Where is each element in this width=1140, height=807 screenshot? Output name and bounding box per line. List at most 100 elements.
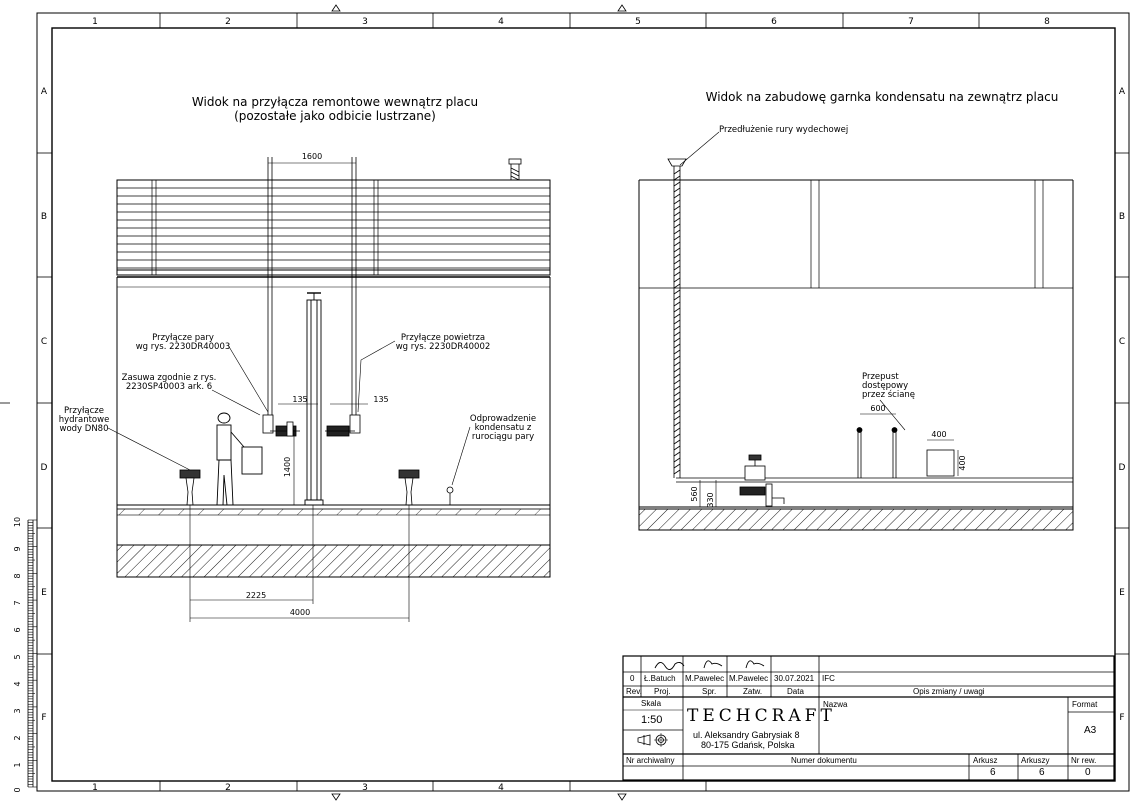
right-floor	[638, 506, 1074, 531]
left-floor	[116, 504, 551, 578]
access-pass-box	[926, 439, 959, 477]
steam-valve-icon	[262, 414, 300, 437]
hydrant-right-icon	[398, 469, 420, 506]
dim-560-label: 560	[690, 486, 699, 501]
tb-zatw-value: M.Pawelec	[729, 674, 769, 683]
label-air-line2: wg rys. 2230DR40002	[396, 342, 491, 352]
exhaust-pipe-icon	[667, 158, 687, 478]
row-label-d-right: D	[1119, 463, 1126, 473]
col-label-6-top: 6	[771, 17, 777, 27]
right-view-title: Widok na zabudowę garnka kondensatu na z…	[706, 90, 1059, 104]
tb-h-arkuszy: Arkuszy	[1021, 756, 1050, 765]
tb-scale-value: 1:50	[641, 714, 663, 726]
label-hydrant-line2: hydrantowe	[59, 415, 110, 425]
tb-proj-value: Ł.Batuch	[644, 674, 676, 683]
label-cond-line1: Odprowadzenie	[470, 414, 536, 424]
dim-600-label: 600	[870, 404, 885, 413]
row-label-c-left: C	[41, 337, 47, 347]
ruler-label-9: 9	[13, 546, 22, 551]
title-block: 0 Ł.Batuch M.Pawelec M.Pawelec 30.07.202…	[623, 656, 1114, 780]
label-pass-line1: Przepust	[862, 372, 899, 382]
col-label-4-top: 4	[498, 17, 504, 27]
tb-rev-value: 0	[630, 674, 635, 683]
ruler-label-4: 4	[13, 681, 22, 686]
label-exhaust: Przedłużenie rury wydechowej	[719, 125, 848, 135]
tb-h-archiwalny: Nr archiwalny	[626, 756, 675, 765]
row-label-b-right: B	[1119, 212, 1125, 222]
tb-h-data: Data	[787, 687, 804, 696]
tb-h-nazwa: Nazwa	[823, 700, 848, 709]
dim-2225-label: 2225	[246, 591, 266, 600]
ruler-label-0: 0	[13, 787, 22, 792]
right-building	[638, 179, 1074, 530]
tb-h-spr: Spr.	[702, 687, 717, 696]
left-view-title-line2: (pozostałe jako odbicie lustrzane)	[234, 109, 436, 123]
dim-330-label: 330	[706, 492, 715, 507]
ruler-label-1: 1	[13, 762, 22, 767]
tb-spr-value: M.Pawelec	[685, 674, 725, 683]
row-label-e-left: E	[41, 588, 47, 598]
hanging-pipes	[267, 157, 357, 425]
col-label-8-top: 8	[1044, 17, 1050, 27]
dim-135-left-label: 135	[292, 395, 307, 404]
row-label-a-left: A	[41, 87, 48, 97]
company-address-line2: 80-175 Gdańsk, Polska	[701, 740, 795, 750]
ruler-label-5: 5	[13, 654, 22, 659]
label-air-line1: Przyłącze powietrza	[401, 333, 485, 343]
right-view: Widok na zabudowę garnka kondensatu na z…	[638, 90, 1074, 531]
ruler-label-2: 2	[13, 735, 22, 740]
left-view: Widok na przyłącza remontowe wewnątrz pl…	[59, 95, 551, 622]
tb-date-value: 30.07.2021	[774, 674, 815, 683]
company-address-line1: ul. Aleksandry Gabrysiak 8	[693, 730, 800, 740]
tb-arkusz-value: 6	[990, 767, 996, 778]
tb-status-value: IFC	[822, 674, 835, 683]
tb-arkuszy-value: 6	[1039, 767, 1045, 778]
label-valve-line2: 2230SP40003 ark. 6	[126, 382, 212, 392]
ruler-label-10: 10	[13, 517, 22, 527]
col-label-4-bottom: 4	[498, 783, 504, 793]
dim-400-v-label: 400	[958, 455, 967, 470]
row-label-f-left: F	[41, 713, 46, 723]
tb-h-opis: Opis zmiany / uwagi	[913, 687, 985, 696]
chimney-icon	[508, 158, 522, 181]
dim-4000-label: 4000	[290, 608, 310, 617]
dim-1400-label: 1400	[283, 457, 292, 477]
company-logo: TECHCRAFT	[687, 706, 836, 726]
label-hydrant-line3: wody DN80	[60, 424, 109, 434]
row-label-f-right: F	[1119, 713, 1124, 723]
label-hydrant-line1: Przyłącze	[64, 406, 104, 416]
tb-h-numer: Numer dokumentu	[791, 756, 857, 765]
col-label-3-top: 3	[362, 17, 368, 27]
central-column	[304, 292, 324, 506]
title-block-grid	[622, 655, 1115, 781]
left-view-title-line1: Widok na przyłącza remontowe wewnątrz pl…	[192, 95, 478, 109]
col-label-2-top: 2	[225, 17, 231, 27]
dim-400-h-label: 400	[931, 430, 946, 439]
col-label-2-bottom: 2	[225, 783, 231, 793]
dim-1600-label: 1600	[302, 152, 322, 161]
row-label-e-right: E	[1119, 588, 1125, 598]
col-label-7-top: 7	[908, 17, 914, 27]
tb-h-skala: Skala	[641, 699, 662, 708]
col-label-5-top: 5	[635, 17, 641, 27]
label-steam-line2: wg rys. 2230DR40003	[136, 342, 231, 352]
col-label-1-bottom: 1	[92, 783, 98, 793]
condensate-drain-icon	[446, 486, 454, 505]
row-label-c-right: C	[1119, 337, 1125, 347]
dims-bottom	[189, 505, 410, 622]
air-valve-icon	[325, 414, 361, 437]
row-label-d-left: D	[41, 463, 48, 473]
tb-h-format: Format	[1072, 700, 1098, 709]
row-label-b-left: B	[41, 212, 47, 222]
condensate-pot-icon	[739, 454, 785, 507]
right-pipe-line	[676, 427, 1073, 483]
label-cond-line2: kondensatu z	[475, 423, 532, 433]
label-pass-line3: przez ścianę	[862, 389, 915, 400]
ruler-label-7: 7	[13, 600, 22, 605]
tb-h-rev: Rev.	[626, 687, 642, 696]
hydrant-left-icon	[179, 469, 201, 506]
col-label-3-bottom: 3	[362, 783, 368, 793]
tb-nrrew-value: 0	[1085, 767, 1091, 778]
scale-ruler: 10 9 8 7 6 5 4 3 2 1 0	[13, 517, 37, 793]
